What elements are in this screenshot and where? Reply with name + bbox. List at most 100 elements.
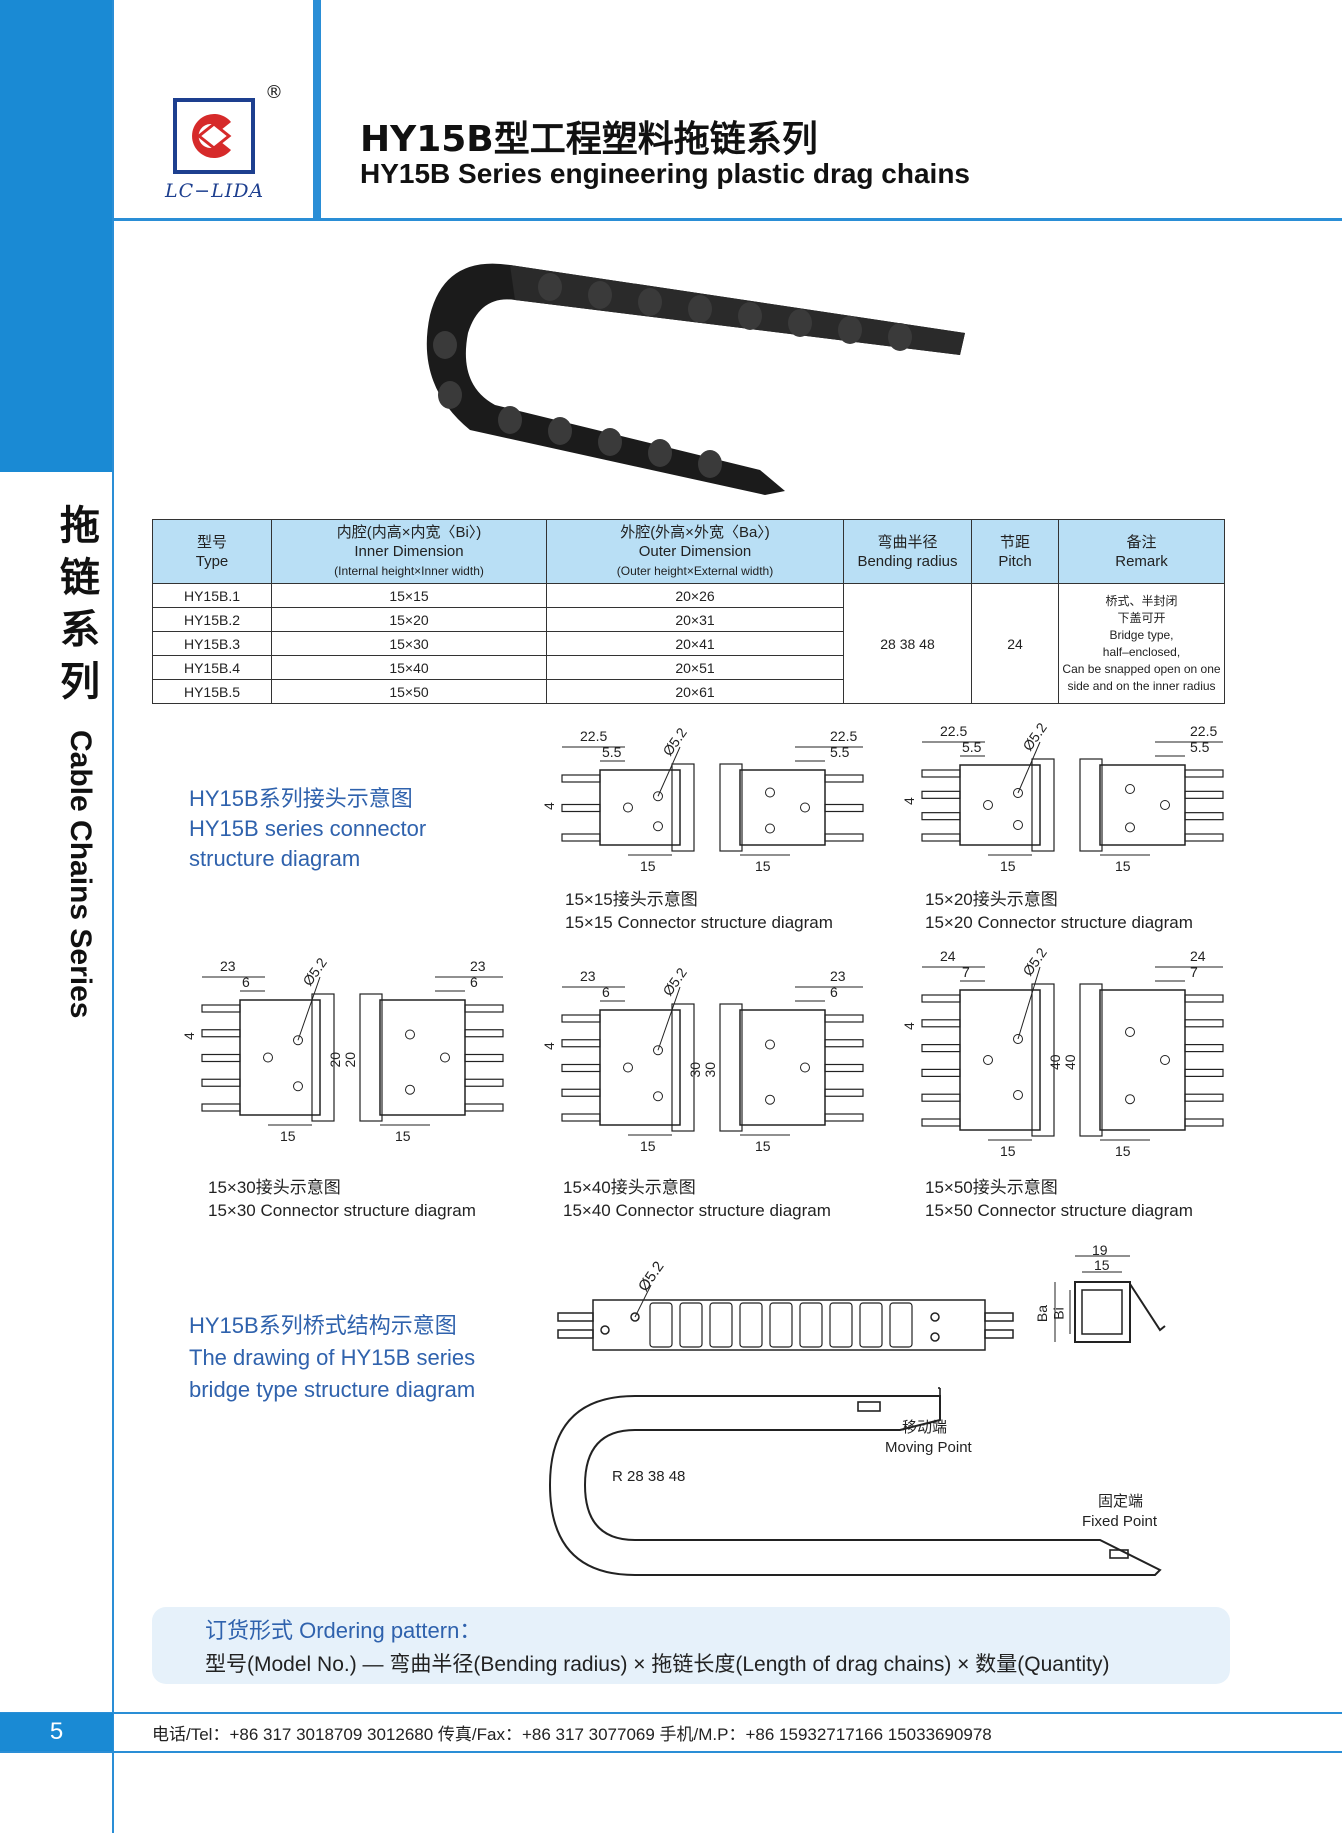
leader-line (1017, 966, 1041, 1040)
connector-tine (824, 774, 864, 783)
header-cn: 内腔(内高×内宽〈Bi〉) (336, 523, 482, 541)
connector-hole (653, 821, 663, 832)
connector-tine (921, 1043, 961, 1053)
dimension-step-right: 5.5 (830, 744, 850, 760)
dimension-inner-right: 40 (1062, 1054, 1078, 1070)
dimension-top-left: 24 (940, 948, 956, 964)
connector-tine (1184, 812, 1224, 821)
caption-en: 15×30 Connector structure diagram (208, 1201, 476, 1220)
dimension-bottom-right: 15 (755, 858, 771, 874)
sidebar-blue-band (0, 0, 113, 472)
width-inner-label: 15 (1094, 1257, 1110, 1273)
table-row: HY15B.4 15×40 20×51 (152, 655, 1225, 680)
cell-type: HY15B.2 (152, 607, 272, 632)
dimension-top-right: 23 (470, 958, 486, 974)
moving-point-label-cn: 移动端 (902, 1419, 948, 1436)
bridge-side-view: R 28 38 48 移动端 Moving Point 固定端 Fixed Po… (540, 1380, 1180, 1595)
connector-left-body (599, 769, 681, 846)
cell-inner: 15×50 (271, 679, 547, 704)
connector-right-body (379, 999, 466, 1116)
connector-right-flange (1079, 758, 1103, 852)
connector-hole (293, 1035, 303, 1046)
dimension-bottom-left: 15 (640, 1138, 656, 1154)
leader-line (657, 746, 681, 797)
connector-tine (201, 1004, 241, 1013)
connector-left-body (599, 1009, 681, 1126)
connector-hole (1125, 1027, 1135, 1037)
cell-bending-radius: 28 38 48 (843, 583, 972, 704)
caption-en: 15×50 Connector structure diagram (925, 1201, 1193, 1220)
connector-tine (464, 1103, 504, 1112)
connector-hole (405, 1084, 415, 1095)
moving-point-label-en: Moving Point (885, 1439, 972, 1456)
connector-tine (561, 774, 601, 783)
connector-hole (1125, 822, 1135, 833)
connector-left-flange (1031, 983, 1055, 1137)
connector-tine (561, 833, 601, 842)
connector-tine (824, 1063, 864, 1073)
cell-remark: 桥式、半封闭 下盖可开 Bridge type, half–enclosed, … (1058, 583, 1225, 704)
connector-right-flange (719, 1003, 743, 1132)
connector-tine (1184, 1043, 1224, 1053)
dimension-hole: Ø5.2 (1019, 720, 1050, 754)
connector-right-body (1099, 764, 1186, 846)
leader-line (1017, 741, 1041, 794)
left-frame-line (112, 0, 114, 1833)
caption-en: 15×15 Connector structure diagram (565, 913, 833, 932)
header-bottom-line (112, 218, 1342, 221)
bi-label: Bi (1050, 1307, 1067, 1320)
footer-contact: 电话/Tel：+86 317 3018709 3012680 传真/Fax：+8… (152, 1725, 992, 1744)
dimension-side: 4 (541, 1042, 557, 1050)
dimension-top-right: 22.5 (1190, 723, 1217, 739)
connector-left-flange (1031, 758, 1055, 852)
dimension-hole: Ø5.2 (659, 965, 690, 999)
connector-tine (1184, 833, 1224, 842)
dimension-bottom-left: 15 (280, 1128, 296, 1144)
header-cn: 节距 (999, 533, 1030, 551)
header-en: Pitch (998, 552, 1032, 570)
dimension-bottom-right: 15 (1115, 1143, 1131, 1159)
dimension-step-left: 6 (602, 984, 610, 1000)
dimension-step-right: 6 (470, 974, 478, 990)
connector-right-flange (719, 763, 743, 852)
connector-hole (263, 1052, 273, 1063)
connector-tine (464, 1078, 504, 1087)
sidebar-char: 系 (60, 607, 100, 653)
connector-left-body (239, 999, 321, 1116)
connector-tine (1184, 994, 1224, 1003)
caption-cn: 15×50接头示意图 (925, 1178, 1058, 1197)
ordering-text: 型号(Model No.) — 弯曲半径(Bending radius) × 拖… (205, 1653, 1110, 1676)
cell-inner: 15×20 (271, 607, 547, 632)
fixed-point-label-en: Fixed Point (1082, 1513, 1158, 1530)
sidebar-char: 拖 (60, 503, 100, 549)
dimension-top-left: 23 (220, 958, 236, 974)
cell-outer: 20×26 (546, 583, 844, 608)
connector-tine (824, 1088, 864, 1097)
remark-line: side and on the inner radius (1067, 678, 1216, 693)
connector-hole (653, 1091, 663, 1102)
connector-section-en: structure diagram (189, 846, 361, 871)
dimension-top-left: 22.5 (940, 723, 967, 739)
connector-tine (921, 994, 961, 1003)
table-row: HY15B.5 15×50 20×61 (152, 679, 1225, 704)
dimension-top-right: 24 (1190, 948, 1206, 964)
caption-en: 15×20 Connector structure diagram (925, 913, 1193, 932)
caption-en: 15×40 Connector structure diagram (563, 1201, 831, 1220)
connector-tine (561, 1039, 601, 1048)
connector-tine (921, 812, 961, 821)
footer-top-line (0, 1712, 1342, 1714)
cell-inner: 15×40 (271, 655, 547, 680)
cell-outer: 20×41 (546, 631, 844, 656)
connector-tine (561, 1063, 601, 1073)
sidebar-title-en: Cable Chains Series (59, 730, 101, 1020)
connector-hole (653, 1045, 663, 1056)
dimension-step-left: 5.5 (602, 744, 622, 760)
dimension-inner-right: 30 (702, 1062, 718, 1078)
dimension-step-left: 7 (962, 964, 970, 980)
footer-bottom-line (0, 1751, 1342, 1753)
connector-tine (201, 1053, 241, 1063)
